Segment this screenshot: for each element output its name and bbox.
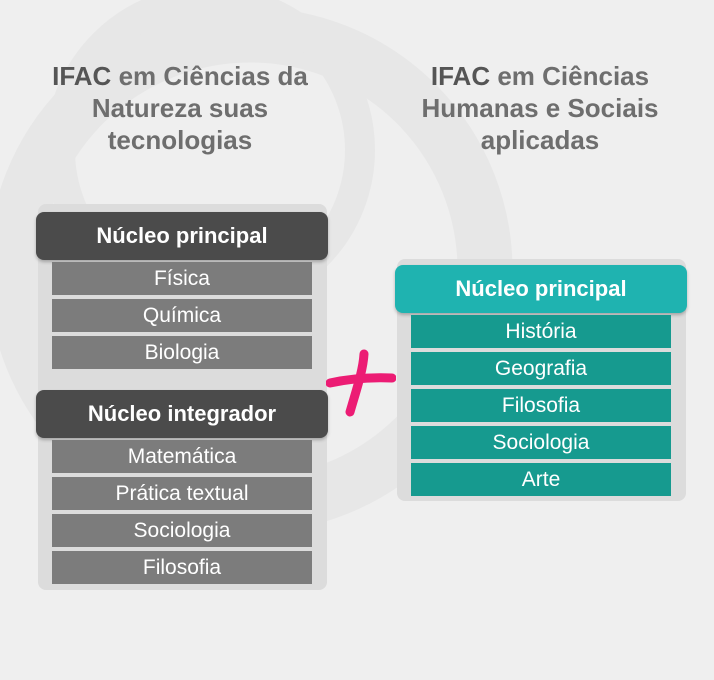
subject-list-nucleo-principal-right: História Geografia Filosofia Sociologia … [411,315,671,500]
subject-list-nucleo-integrador: Matemática Prática textual Sociologia Fi… [52,440,312,588]
heading-natural-sciences: IFAC em Ciências da Natureza suas tecnol… [30,60,330,156]
heading-right-rest: em Ciências Humanas e Sociais aplicadas [421,61,659,155]
subject-historia: História [411,315,671,348]
subject-filosofia-right: Filosofia [411,389,671,422]
plus-icon [326,349,396,417]
heading-left-rest: em Ciências da Natureza suas tecnologias [91,61,308,155]
subject-fisica: Física [52,262,312,295]
subject-sociologia-right: Sociologia [411,426,671,459]
subject-pratica-textual: Prática textual [52,477,312,510]
subject-matematica: Matemática [52,440,312,473]
subject-filosofia-left: Filosofia [52,551,312,584]
subject-biologia: Biologia [52,336,312,369]
header-nucleo-integrador: Núcleo integrador [36,390,328,438]
header-nucleo-principal-right: Núcleo principal [395,265,687,313]
subject-quimica: Química [52,299,312,332]
heading-human-sciences: IFAC em Ciências Humanas e Sociais aplic… [390,60,690,156]
subject-list-nucleo-principal-left: Física Química Biologia [52,262,312,373]
header-nucleo-principal-left: Núcleo principal [36,212,328,260]
subject-geografia: Geografia [411,352,671,385]
subject-sociologia-left: Sociologia [52,514,312,547]
heading-right-bold: IFAC [430,61,491,91]
subject-arte: Arte [411,463,671,496]
heading-left-bold: IFAC [52,61,112,91]
